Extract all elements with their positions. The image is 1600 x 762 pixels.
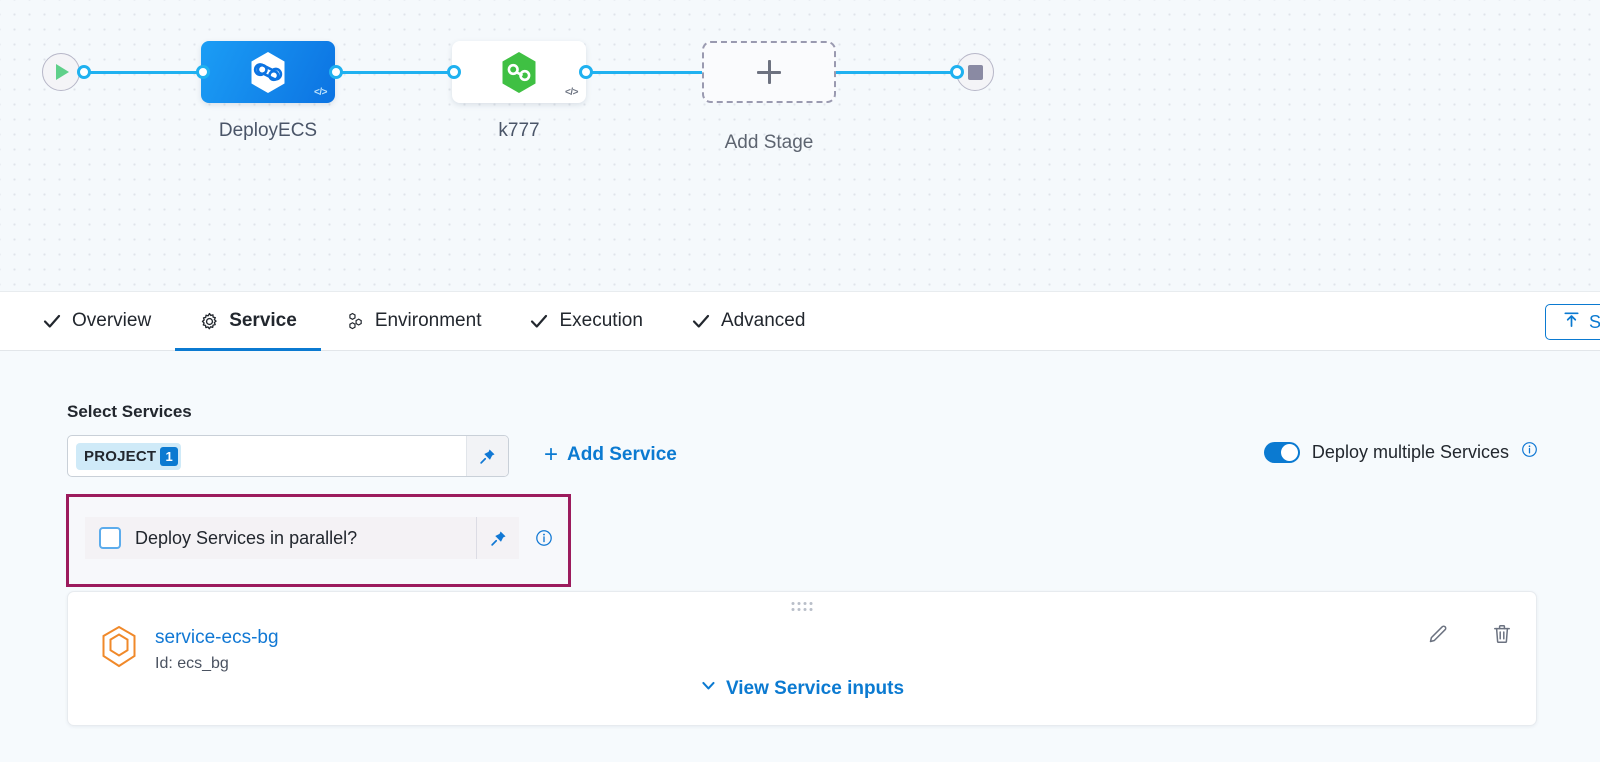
pin-icon xyxy=(490,530,506,546)
edge-addstage-to-end xyxy=(832,71,960,74)
port-deployecs-out[interactable] xyxy=(329,65,343,79)
add-stage-label: Add Stage xyxy=(724,132,814,153)
port-start-out[interactable] xyxy=(77,65,91,79)
tab-label-advanced: Advanced xyxy=(720,310,806,331)
edge-deployecs-to-k777 xyxy=(330,71,458,74)
deploy-multiple-services-toggle[interactable] xyxy=(1263,441,1300,463)
check-icon xyxy=(42,311,62,331)
hex-cluster-icon xyxy=(345,311,365,331)
deploy-parallel-row: Deploy Services in parallel? xyxy=(85,517,555,559)
save-upload-icon xyxy=(1562,310,1581,334)
plus-icon-vertical xyxy=(767,60,771,84)
drag-handle-icon[interactable] xyxy=(791,602,813,611)
tab-environment[interactable]: Environment xyxy=(321,292,506,351)
service-hexagon-icon xyxy=(102,625,136,668)
play-icon xyxy=(56,64,69,80)
service-chip-project[interactable]: PROJECT 1 xyxy=(76,442,182,470)
add-stage-button[interactable] xyxy=(702,41,836,103)
check-icon xyxy=(691,311,711,331)
save-button[interactable]: S xyxy=(1544,304,1600,340)
deploy-parallel-label: Deploy Services in parallel? xyxy=(135,527,358,548)
deploy-multiple-services-row: Deploy multiple Services xyxy=(1263,441,1538,463)
stage-deployecs[interactable]: </> xyxy=(201,41,335,103)
edge-k777-to-addstage xyxy=(580,71,710,74)
harness-hexagon-green-icon xyxy=(502,51,536,93)
pin-parallel-button[interactable] xyxy=(477,517,519,559)
service-card-actions xyxy=(1426,622,1514,646)
service-id-label: Id: ecs_bg xyxy=(155,655,229,672)
port-end-in[interactable] xyxy=(950,65,964,79)
tab-label-execution: Execution xyxy=(559,310,643,331)
chevron-down-icon xyxy=(700,677,717,700)
edge-start-to-deployecs xyxy=(84,71,208,74)
tab-bar: Overview Service Environment xyxy=(0,292,1600,351)
tab-label-service: Service xyxy=(229,310,297,331)
harness-hexagon-icon xyxy=(251,51,285,93)
deploy-parallel-highlight: Deploy Services in parallel? xyxy=(66,494,571,587)
port-deployecs-in[interactable] xyxy=(196,65,210,79)
select-services-input[interactable]: PROJECT 1 xyxy=(67,435,509,477)
tab-execution[interactable]: Execution xyxy=(505,292,666,351)
stop-icon xyxy=(967,64,983,80)
view-service-inputs-label: View Service inputs xyxy=(725,677,905,699)
tab-label-overview: Overview xyxy=(72,310,152,331)
stage-code-badge[interactable]: </> xyxy=(314,87,327,98)
trash-icon xyxy=(1494,625,1510,644)
info-icon xyxy=(536,530,552,546)
pencil-icon xyxy=(1429,625,1447,643)
tab-overview[interactable]: Overview xyxy=(18,292,175,351)
check-icon xyxy=(529,311,549,331)
add-service-button[interactable]: + Add Service xyxy=(544,443,677,467)
stage-k777[interactable]: </> xyxy=(452,41,586,103)
delete-service-button[interactable] xyxy=(1490,622,1514,646)
deploy-parallel-info-button[interactable] xyxy=(535,529,553,547)
info-icon[interactable] xyxy=(1521,441,1538,463)
plus-icon: + xyxy=(544,441,559,468)
pin-services-button[interactable] xyxy=(466,436,508,476)
stage-label-deployecs: DeployECS xyxy=(218,120,318,141)
stage-code-badge[interactable]: </> xyxy=(565,87,578,98)
port-k777-out[interactable] xyxy=(579,65,593,79)
tab-label-environment: Environment xyxy=(374,310,482,331)
services-chips-area[interactable]: PROJECT 1 xyxy=(68,436,466,476)
service-card[interactable]: service-ecs-bg Id: ecs_bg View Service i… xyxy=(67,591,1537,726)
port-k777-in[interactable] xyxy=(447,65,461,79)
service-chip-label: PROJECT xyxy=(84,447,157,465)
service-name-link[interactable]: service-ecs-bg xyxy=(155,627,279,648)
stage-label-k777: k777 xyxy=(498,120,540,141)
gear-icon xyxy=(199,311,219,331)
tab-service[interactable]: Service xyxy=(175,292,321,351)
deploy-parallel-checkbox[interactable] xyxy=(99,527,121,549)
view-service-inputs-button[interactable]: View Service inputs xyxy=(700,677,904,700)
select-services-label: Select Services xyxy=(67,402,192,421)
pin-icon xyxy=(480,448,495,464)
pipeline-canvas[interactable]: </> DeployECS </> k777 Add Stage xyxy=(0,0,1600,292)
service-tab-panel: Select Services PROJECT 1 + Add Service … xyxy=(0,351,1600,762)
service-chip-count: 1 xyxy=(160,446,179,466)
edit-service-button[interactable] xyxy=(1426,622,1450,646)
deploy-multiple-services-label: Deploy multiple Services xyxy=(1311,441,1509,462)
add-service-label: Add Service xyxy=(567,444,677,465)
deploy-parallel-checkbox-field[interactable]: Deploy Services in parallel? xyxy=(85,517,477,559)
tab-advanced[interactable]: Advanced xyxy=(667,292,830,351)
pipeline-start-node[interactable] xyxy=(42,53,80,91)
save-button-label: S xyxy=(1588,311,1600,332)
service-card-main: service-ecs-bg Id: ecs_bg xyxy=(100,625,279,673)
